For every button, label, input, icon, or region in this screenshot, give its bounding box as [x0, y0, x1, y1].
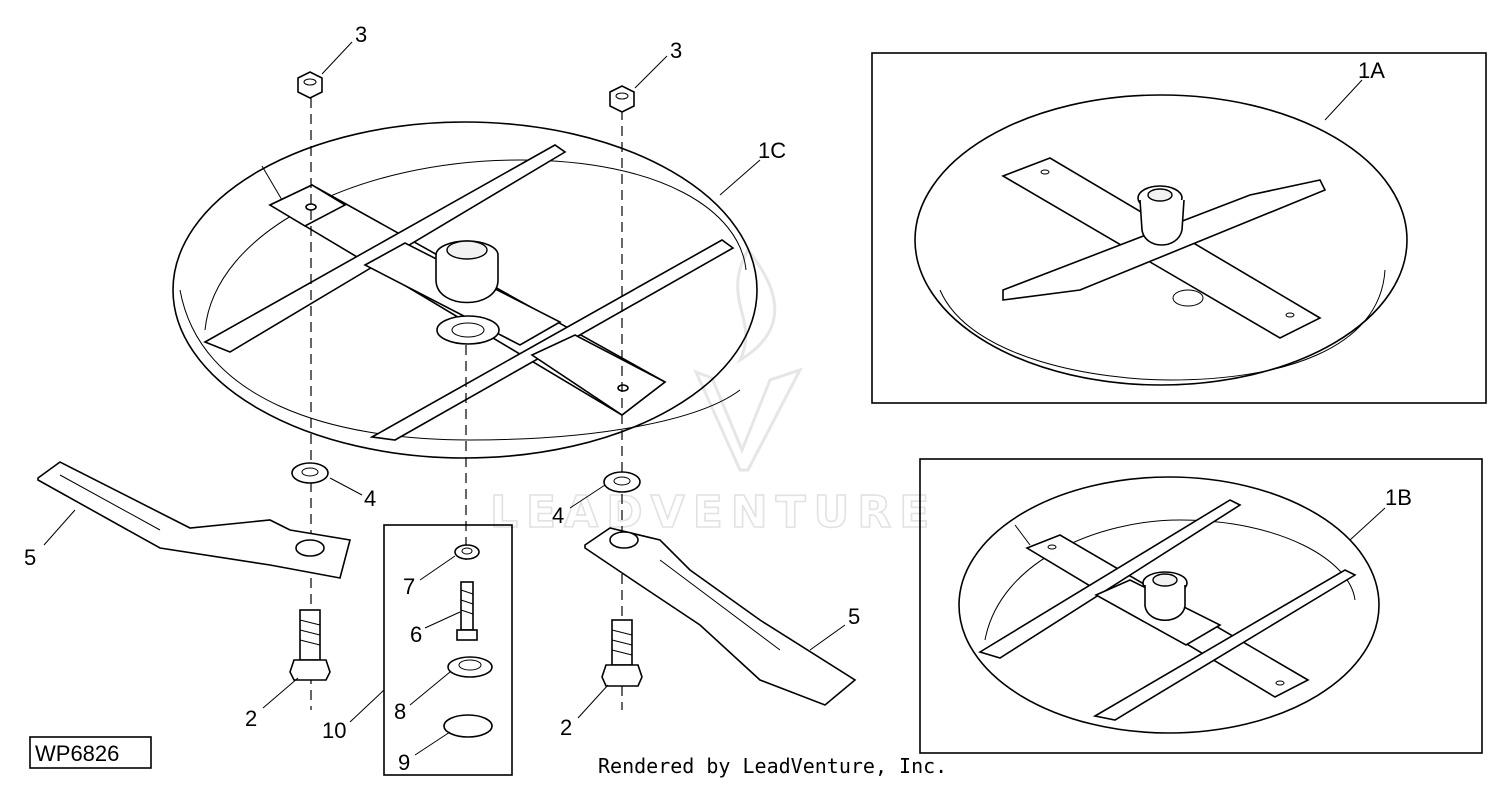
inset-1a [871, 52, 1487, 404]
kit-washer [454, 544, 480, 560]
washer-left [291, 462, 329, 484]
callout-nut-left: 3 [355, 22, 367, 47]
blade-right [584, 527, 857, 706]
kit-spacer [447, 656, 493, 678]
callout-deck-1c: 1C [758, 138, 786, 163]
blade-left [37, 461, 351, 579]
callout-deck-1a: 1A [1358, 58, 1385, 83]
callout-bolt-left: 2 [245, 706, 257, 731]
kit-bolt [456, 581, 478, 641]
watermark-flame [736, 247, 777, 364]
callout-washer-right: 4 [552, 503, 564, 528]
callout-washer-left: 4 [364, 486, 376, 511]
callout-deck-1b: 1B [1385, 485, 1412, 510]
kit-ring [443, 714, 493, 738]
callout-kit-spacer: 8 [394, 699, 406, 724]
callout-blade-left: 5 [24, 545, 36, 570]
nut-right [609, 85, 635, 113]
assembly-lines [310, 98, 623, 710]
washer-right [603, 471, 641, 493]
callout-blade-right: 5 [848, 604, 860, 629]
callout-kit-washer: 7 [403, 574, 415, 599]
callout-kit-ring: 9 [398, 750, 410, 775]
deck-1c [172, 121, 758, 459]
bolt-right [601, 619, 643, 687]
leader-lines [43, 41, 1386, 756]
nut-left [297, 71, 323, 99]
watermark: LEADVENTURE [489, 247, 937, 539]
watermark-logo [693, 367, 804, 472]
bolt-left [289, 609, 331, 681]
watermark-text: LEADVENTURE [490, 487, 937, 538]
callout-nut-right: 3 [670, 38, 682, 63]
callout-kit: 10 [322, 718, 346, 743]
callout-kit-bolt: 6 [410, 622, 422, 647]
callouts: 3 3 1C 1A 1B 4 4 5 5 2 2 10 7 6 8 9 [24, 22, 1412, 775]
kit-10 [383, 524, 513, 776]
figure-id: WP6826 [35, 741, 119, 766]
inset-1b [919, 458, 1483, 754]
callout-bolt-right: 2 [560, 715, 572, 740]
figure-id-box: WP6826 [29, 736, 152, 769]
footer-credit: Rendered by LeadVenture, Inc. [598, 754, 947, 778]
